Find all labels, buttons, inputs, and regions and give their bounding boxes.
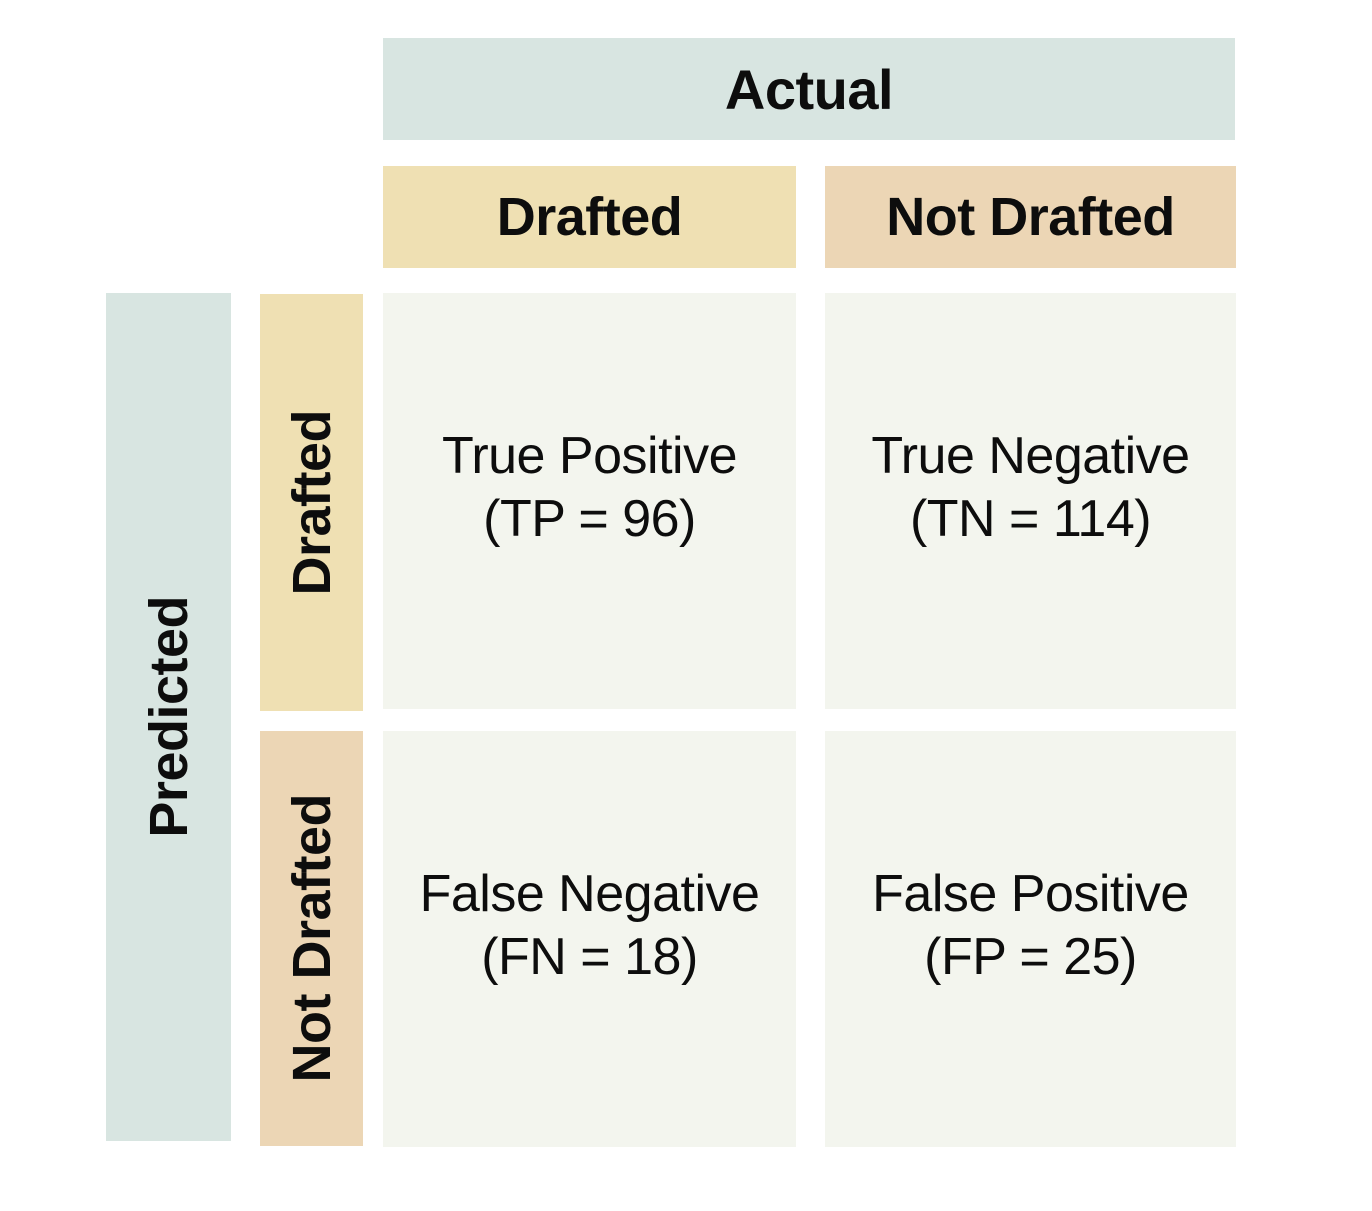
cell-false-negative-label: False Negative — [419, 865, 760, 923]
row-header-drafted: Drafted — [260, 294, 363, 711]
row-header-drafted-label: Drafted — [281, 409, 342, 596]
row-header-not-drafted-label: Not Drafted — [281, 794, 342, 1083]
cell-false-negative-value: (FN = 18) — [481, 928, 698, 986]
cell-false-positive: False Positive (FP = 25) — [825, 731, 1236, 1147]
cell-true-negative-label: True Negative — [871, 427, 1190, 485]
cell-false-positive-value: (FP = 25) — [924, 928, 1137, 986]
cell-false-negative: False Negative (FN = 18) — [383, 731, 796, 1147]
cell-true-positive: True Positive (TP = 96) — [383, 293, 796, 709]
cell-true-positive-value: (TP = 96) — [483, 490, 696, 548]
column-header-drafted-label: Drafted — [496, 187, 683, 247]
cell-true-negative-value: (TN = 114) — [909, 490, 1152, 548]
cell-false-positive-label: False Positive — [872, 865, 1189, 923]
predicted-axis-label: Predicted — [138, 596, 199, 838]
cell-true-positive-label: True Positive — [441, 427, 738, 485]
predicted-axis-header: Predicted — [106, 293, 231, 1141]
column-header-not-drafted-label: Not Drafted — [886, 187, 1175, 247]
actual-axis-label: Actual — [724, 57, 894, 121]
column-header-drafted: Drafted — [383, 166, 796, 268]
row-header-not-drafted: Not Drafted — [260, 731, 363, 1146]
cell-true-negative: True Negative (TN = 114) — [825, 293, 1236, 709]
column-header-not-drafted: Not Drafted — [825, 166, 1236, 268]
actual-axis-header: Actual — [383, 38, 1235, 140]
